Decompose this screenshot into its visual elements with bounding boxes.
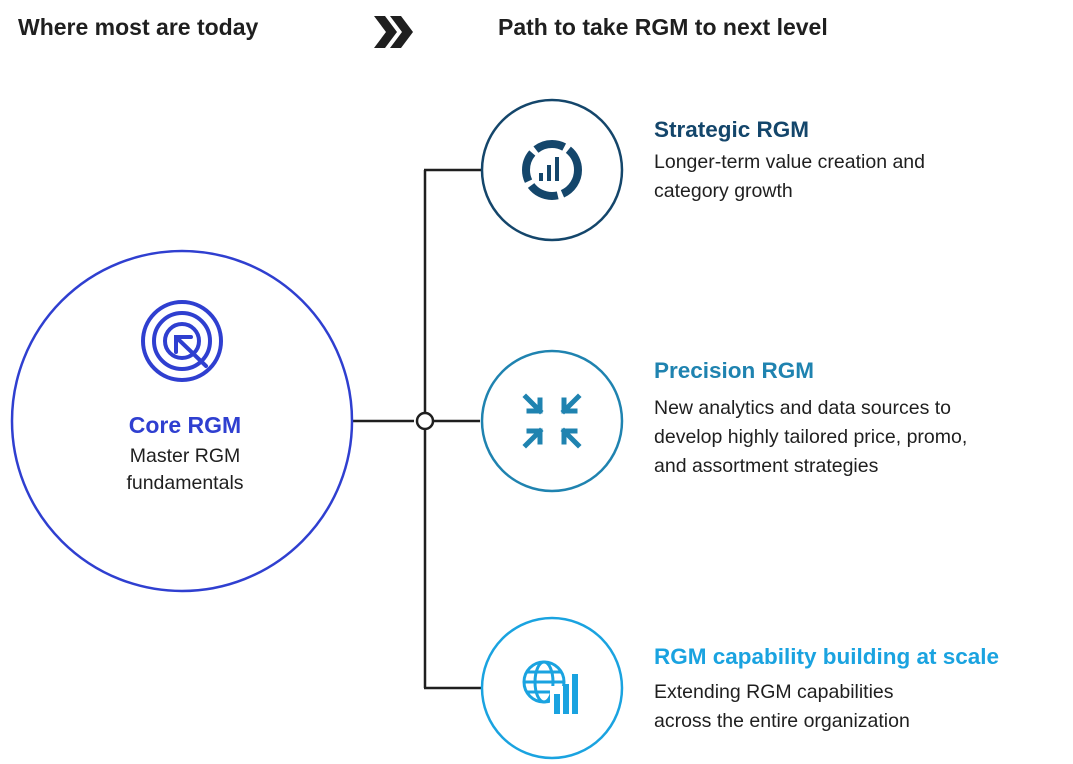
desc-line: Longer-term value creation and — [654, 151, 925, 173]
junction-node — [415, 411, 435, 431]
double-chevron-right-icon — [374, 16, 413, 48]
desc-line: across the entire organization — [654, 710, 910, 732]
globe-bar-chart-icon — [522, 660, 580, 716]
left-heading: Where most are today — [18, 14, 259, 40]
desc-line: and assortment strategies — [654, 455, 879, 477]
desc-line: category growth — [654, 180, 793, 202]
strategic-rgm-circle — [480, 98, 624, 242]
desc-line: develop highly tailored price, promo, — [654, 426, 968, 448]
core-desc-line: fundamentals — [126, 472, 244, 494]
core-rgm-circle — [10, 249, 354, 593]
capability-building-title: RGM capability building at scale — [654, 644, 1000, 669]
core-rgm-description: Master RGM fundamentals — [60, 443, 310, 497]
strategic-rgm-description: Longer-term value creation and category … — [654, 148, 1064, 206]
precision-rgm-title: Precision RGM — [654, 358, 815, 383]
precision-rgm-circle — [480, 349, 624, 493]
core-desc-line: Master RGM — [129, 445, 241, 467]
core-rgm-title: Core RGM — [128, 412, 242, 438]
donut-chart-bars-icon — [522, 140, 582, 200]
right-heading: Path to take RGM to next level — [498, 14, 828, 40]
desc-line: New analytics and data sources to — [654, 397, 951, 419]
capability-building-description: Extending RGM capabilities across the en… — [654, 678, 1064, 736]
precision-rgm-description: New analytics and data sources to develo… — [654, 394, 1064, 481]
desc-line: Extending RGM capabilities — [654, 681, 894, 703]
strategic-rgm-title: Strategic RGM — [654, 117, 810, 142]
target-arrow-icon — [141, 300, 223, 382]
connector-lines — [352, 168, 482, 690]
arrows-converge-icon — [522, 393, 582, 449]
